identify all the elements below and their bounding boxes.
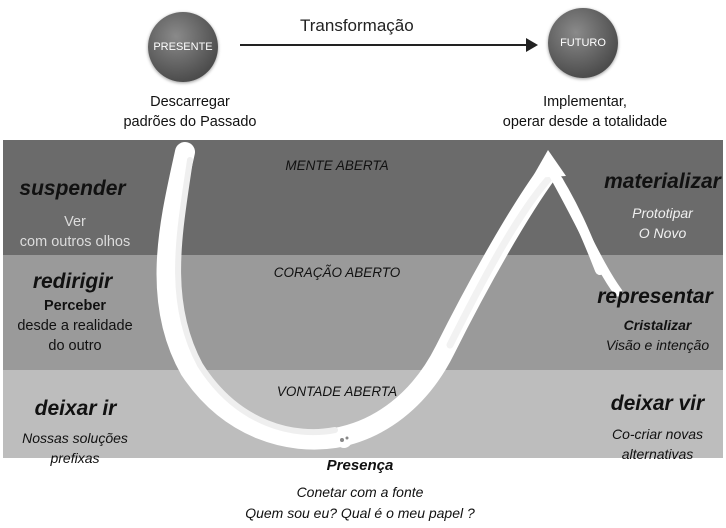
presence-point-dot [345,436,349,440]
band-title-open-heart: CORAÇÃO ABERTO [273,265,401,280]
redirigir-sub-line: Perceber [43,298,107,314]
materializar-sub-line: Prototipar [632,205,693,221]
presente-circle: PRESENTE [148,12,218,82]
band-title-open-mind: MENTE ABERTA [285,158,389,173]
deixar-vir-sub-line: Co-criar novas [611,426,704,442]
presente-label: PRESENTE [153,41,213,53]
band-open-mind [3,140,723,255]
representar-label: representar [597,285,713,308]
deixar-vir-label: deixar vir [610,392,705,415]
deixar-ir-sub-line: prefixas [50,450,100,466]
transformation-arrow-line [240,44,530,46]
right-caption-line: operar desde a totalidade [502,114,668,130]
presenca-sub-line: Conetar com a fonte [296,484,424,500]
futuro-circle: FUTURO [548,8,618,78]
suspender-label: suspender [19,177,126,200]
redirigir-label: redirigir [32,270,113,293]
materializar-label: materializar [604,170,721,193]
transformation-arrow-head [526,38,538,52]
materializar-sub-line: O Novo [638,225,687,241]
presence-point-dot [340,438,344,442]
left-caption-line: Descarregar [150,94,230,110]
presenca-sub-line: Quem sou eu? Qual é o meu papel ? [245,505,475,521]
right-caption: Implementar, operar desde a totalidade [475,92,695,132]
u-arrow-stroke-inner [175,157,338,436]
deixar-ir-sub-line: Nossas soluções [22,430,128,446]
presenca-sub: Conetar com a fonte Quem sou eu? Qual é … [180,482,540,524]
right-caption-line: Implementar, [543,94,627,110]
band-title-open-will: VONTADE ABERTA [276,384,398,399]
transformation-label: Transformação [300,16,414,35]
deixar-ir-label: deixar ir [34,397,117,420]
suspender-sub-line: Ver [64,214,86,230]
band-open-will [3,370,723,458]
futuro-label: FUTURO [560,37,606,49]
left-caption: Descarregar padrões do Passado [95,92,285,132]
left-caption-line: padrões do Passado [123,114,257,130]
redirigir-sub-line: do outro [48,338,102,354]
representar-sub-line: Cristalizar [623,317,692,333]
u-arrow-head [532,150,566,178]
deixar-ir-sub: Nossas soluções prefixas [0,428,150,468]
presenca-label: Presença [326,457,394,474]
materializar-sub: Prototipar O Novo [600,203,725,243]
redirigir-sub: Perceber desde a realidade do outro [0,296,150,356]
representar-sub: Cristalizar Visão e intenção [590,315,725,355]
redirigir-sub-line: desde a realidade [17,318,133,334]
suspender-sub: Ver com outros olhos [0,212,150,252]
u-arrow-tail-3 [557,177,615,285]
u-arrow-stroke-right [446,171,556,349]
suspender-sub-line: com outros olhos [19,234,131,250]
deixar-vir-sub-line: alternativas [621,446,694,462]
representar-sub-line: Visão e intenção [605,337,710,353]
deixar-vir-sub: Co-criar novas alternativas [595,424,720,464]
